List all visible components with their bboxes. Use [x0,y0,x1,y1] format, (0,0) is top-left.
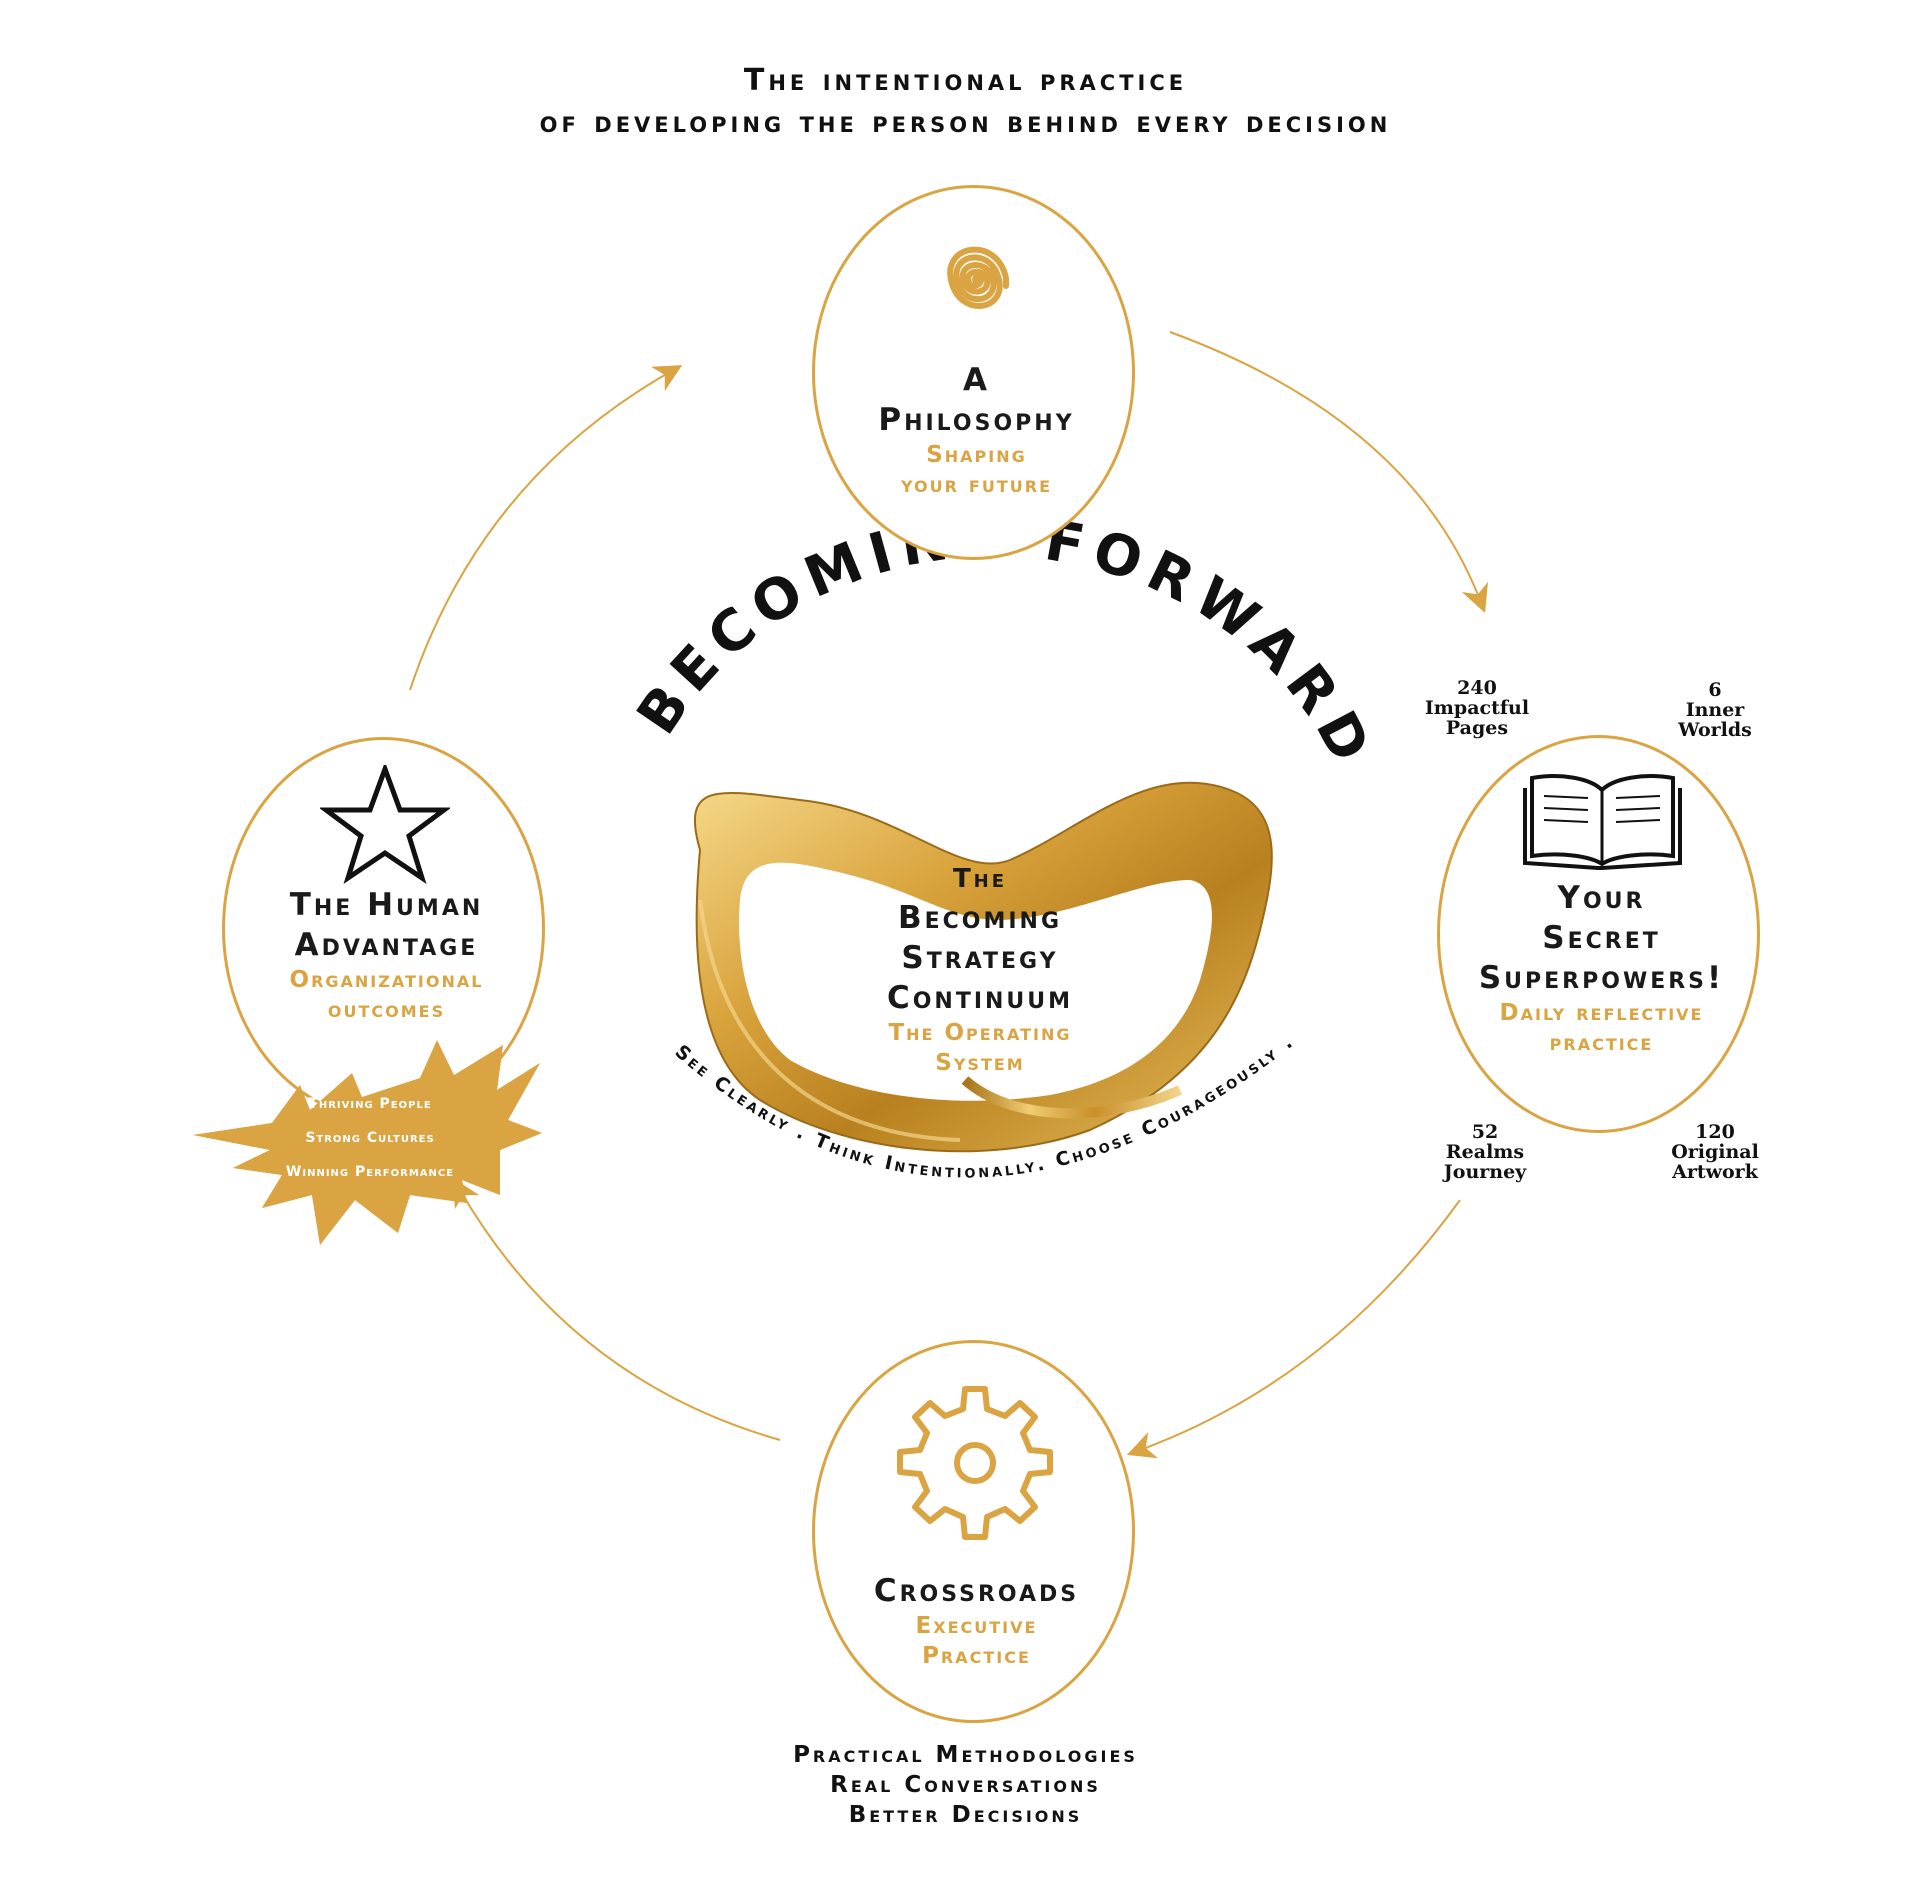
philosophy-line-1: A [963,362,990,398]
crossroads-sub-1: Executive [915,1613,1038,1639]
header-line-1: The intentional practice [743,63,1188,98]
superpowers-line-1: Your [1557,880,1646,916]
philosophy-sub-2: your future [900,472,1052,498]
stat-artwork-num: 120 [1695,1121,1735,1143]
center-title-3: Strategy [901,940,1059,976]
superpowers-line-2: Secret [1542,920,1661,956]
footer: Practical Methodologies Real Conversatio… [0,1740,1931,1830]
stat-pages: 240 Impactful Pages [1412,678,1542,738]
arrow-superpowers-to-crossroads [1126,1199,1461,1459]
stat-realms-l1: Realms [1445,1141,1525,1163]
stat-worlds: 6 Inner Worlds [1660,680,1770,740]
footer-line-2: Real Conversations [830,1772,1101,1798]
crossroads-node[interactable]: Crossroads Executive Practice [812,1340,1135,1723]
stat-realms: 52 Realms Journey [1430,1122,1540,1182]
center-sub-2: System [935,1050,1025,1076]
center-title: The Becoming Strategy Continuum The Oper… [820,860,1140,1078]
book-icon [1523,774,1682,870]
human-line-2: Advantage [294,927,479,963]
spiral-icon [947,246,1009,309]
superpowers-line-3: Superpowers! [1478,960,1725,996]
footer-line-3: Better Decisions [848,1802,1083,1828]
superpowers-text: Your Secret Superpowers! Daily reflectiv… [1425,878,1778,1058]
gear-icon [897,1386,1053,1540]
stat-worlds-num: 6 [1708,679,1722,701]
stat-worlds-l1: Inner [1685,699,1745,721]
crossroads-text: Crossroads Executive Practice [815,1571,1138,1671]
stat-artwork: 120 Original Artwork [1660,1122,1770,1182]
star-icon [320,765,450,885]
crossroads-sub-2: Practice [922,1643,1031,1669]
human-sub-2: outcomes [327,997,446,1023]
superpowers-node[interactable]: Your Secret Superpowers! Daily reflectiv… [1437,735,1760,1133]
superpowers-sub-2: practice [1549,1030,1654,1056]
philosophy-text: A Philosophy Shaping your future [815,360,1138,500]
stat-pages-l2: Pages [1445,717,1509,739]
center-title-4: Continuum [886,980,1074,1016]
stat-realms-l2: Journey [1443,1161,1527,1183]
burst-line-3: Winning Performance [285,1164,455,1180]
stat-realms-num: 52 [1471,1121,1499,1143]
stat-artwork-l2: Artwork [1672,1161,1758,1183]
stat-pages-l1: Impactful [1424,697,1530,719]
gold-ring-icon [694,781,1273,1153]
philosophy-sub-1: Shaping [926,442,1027,468]
header-line-2: of developing the person behind every de… [539,105,1392,140]
footer-line-1: Practical Methodologies [793,1742,1138,1768]
philosophy-node[interactable]: A Philosophy Shaping your future [812,185,1135,560]
starburst-text: Thriving People Strong Cultures Winning … [255,1087,485,1189]
superpowers-sub-1: Daily reflective [1499,1000,1704,1026]
arrow-crossroads-to-human [452,1177,781,1441]
arrow-human-to-philosophy [409,365,683,691]
human-sub-1: Organizational [289,967,484,993]
crossroads-line-1: Crossroads [873,1573,1080,1609]
header: The intentional practice of developing t… [0,60,1931,144]
human-advantage-node[interactable]: The Human Advantage Organizational outco… [222,737,545,1120]
burst-line-1: Thriving People [308,1096,432,1112]
stat-worlds-l2: Worlds [1678,719,1752,741]
burst-line-2: Strong Cultures [305,1130,435,1146]
philosophy-line-2: Philosophy [878,402,1075,438]
center-sub-1: The Operating [888,1020,1072,1046]
stat-artwork-l1: Original [1671,1141,1759,1163]
stat-pages-num: 240 [1457,677,1497,699]
center-title-2: Becoming [897,900,1063,936]
arrow-philosophy-to-superpowers [1169,331,1488,614]
human-line-1: The Human [289,887,484,923]
center-title-1: The [952,864,1008,894]
human-text: The Human Advantage Organizational outco… [215,885,558,1025]
